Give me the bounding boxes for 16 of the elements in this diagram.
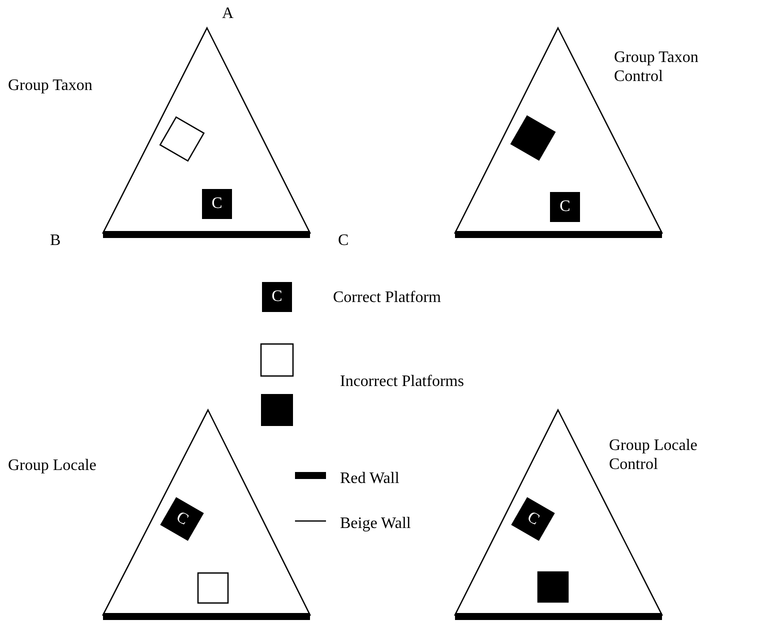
- legend-text: Incorrect Platforms: [340, 372, 464, 391]
- legend-text: Beige Wall: [340, 514, 411, 533]
- text-label: A: [222, 4, 235, 23]
- text-label: Group Locale Control: [609, 436, 698, 474]
- legend-text: Red Wall: [340, 469, 400, 488]
- platform-square: C: [550, 192, 580, 222]
- legend-text: Correct Platform: [333, 288, 441, 307]
- text-label: C: [338, 231, 350, 250]
- platform-square: C: [511, 497, 555, 541]
- text-label: Group Taxon: [8, 76, 94, 95]
- platform-square: C: [202, 189, 232, 219]
- platform-square: C: [160, 497, 204, 541]
- platform-square: C: [262, 282, 292, 312]
- text-label: B: [50, 231, 62, 250]
- text-label: Group Taxon Control: [614, 48, 700, 86]
- text-label: Group Locale: [8, 456, 98, 475]
